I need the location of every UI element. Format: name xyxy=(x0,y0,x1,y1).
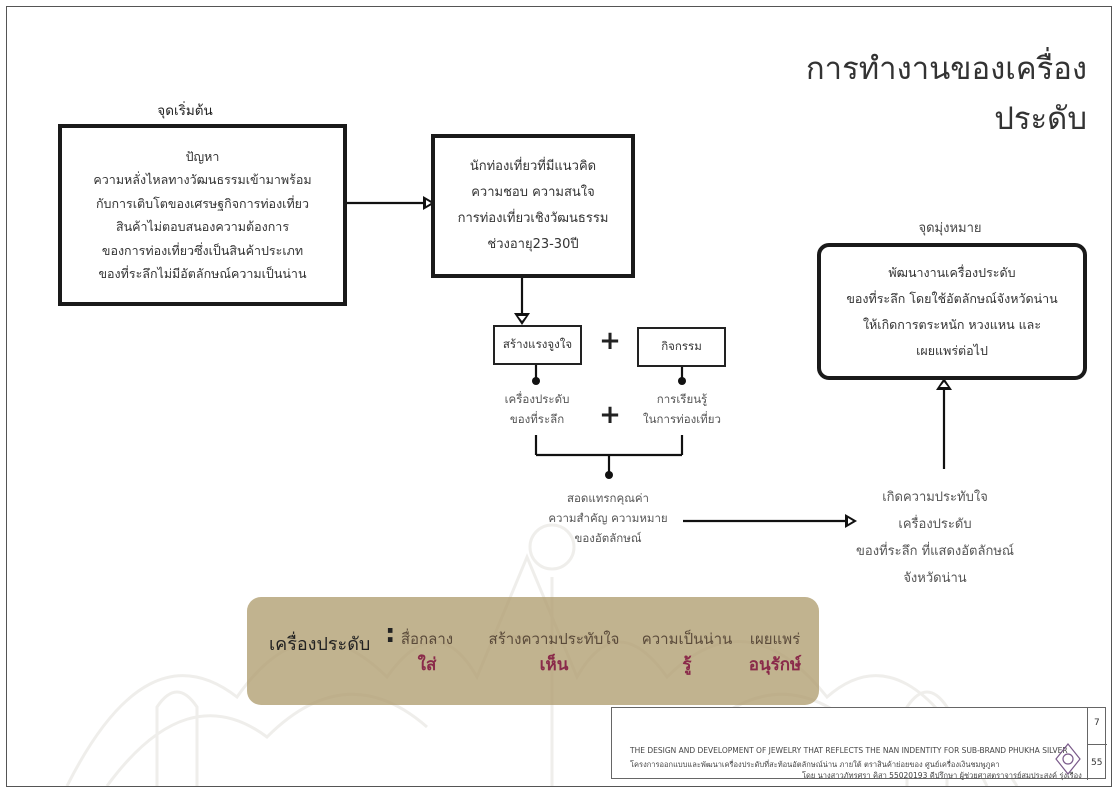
banner-item-bottom: เห็น xyxy=(539,655,569,675)
learning-label: การเรียนรู้ ในการท่องเที่ยว xyxy=(629,389,735,429)
plus-sign: + xyxy=(599,326,621,356)
problem-line: ความหลั่งไหลทางวัฒนธรรมเข้ามาพร้อม xyxy=(93,172,312,187)
impression-line: ของที่ระลึก ที่แสดงอัตลักษณ์ xyxy=(856,544,1014,559)
banner-item: ความเป็นน่าน รู้ xyxy=(637,627,737,678)
goal-line: ให้เกิดการตระหนัก หวงแหน และ xyxy=(862,316,1042,332)
banner-item-top: ความเป็นน่าน xyxy=(641,630,733,648)
target-line: ความชอบ ความสนใจ xyxy=(471,185,595,200)
insert-line: ความสำคัญ ความหมาย xyxy=(548,511,668,525)
goal-heading: จุดมุ่งหมาย xyxy=(918,221,982,236)
insert-line: สอดแทรกคุณค่า xyxy=(566,491,650,505)
goal-line: ของที่ระลึก โดยใช้อัตลักษณ์จังหวัดน่าน xyxy=(846,290,1058,306)
motivate-box: สร้างแรงจูงใจ xyxy=(493,325,582,365)
learning-line: การเรียนรู้ xyxy=(656,392,708,406)
problem-line: กับการเติบโตของเศรษฐกิจการท่องเที่ยว xyxy=(95,195,310,211)
problem-box: ปัญหา ความหลั่งไหลทางวัฒนธรรมเข้ามาพร้อม… xyxy=(58,124,347,306)
target-line: การท่องเที่ยวเชิงวัฒนธรรม xyxy=(457,211,609,226)
goal-box: พัฒนางานเครื่องประดับ ของที่ระลึก โดยใช้… xyxy=(817,243,1087,380)
jewelry-souvenir-label: เครื่องประดับ ของที่ระลึก xyxy=(491,389,583,429)
summary-banner: เครื่องประดับ : สื่อกลาง ใส่ สร้างความปร… xyxy=(247,597,819,705)
impression-line: เครื่องประดับ xyxy=(898,517,972,532)
problem-heading: ปัญหา xyxy=(185,148,220,164)
banner-item: เผยแพร่ อนุรักษ์ xyxy=(739,627,811,678)
page-number-bottom: 55 xyxy=(1091,758,1103,768)
ornament-logo xyxy=(1055,743,1081,775)
banner-item-top: สร้างความประทับใจ xyxy=(488,630,620,648)
banner-item: สื่อกลาง ใส่ xyxy=(397,627,457,678)
target-tourist-box: นักท่องเที่ยวที่มีแนวคิด ความชอบ ความสนใ… xyxy=(431,134,635,278)
flow-connectors xyxy=(347,196,952,528)
impression-line: เกิดความประทับใจ xyxy=(882,490,988,505)
goal-line: เผยแพร่ต่อไป xyxy=(916,342,988,358)
banner-item: สร้างความประทับใจ เห็น xyxy=(479,627,629,678)
souvenir-line: ของที่ระลึก xyxy=(509,412,565,426)
banner-lead: เครื่องประดับ xyxy=(269,634,371,655)
jewelry-line: เครื่องประดับ xyxy=(504,392,570,406)
banner-colon: : xyxy=(385,619,396,649)
page-title: การทำงานของเครื่องประดับ xyxy=(805,51,1087,137)
footer-divider xyxy=(1087,744,1107,745)
banner-item-top: เผยแพร่ xyxy=(749,630,801,648)
goal-line: พัฒนางานเครื่องประดับ xyxy=(888,264,1016,280)
impression-line: จังหวัดน่าน xyxy=(903,571,967,586)
banner-item-bottom: อนุรักษ์ xyxy=(748,655,802,675)
problem-line: ของการท่องเที่ยวซึ่งเป็นสินค้าประเภท xyxy=(101,242,304,258)
problem-line: ของที่ระลึกไม่มีอัตลักษณ์ความเป็นน่าน xyxy=(98,266,307,281)
page-number-top: 7 xyxy=(1094,718,1100,728)
target-line: นักท่องเที่ยวที่มีแนวคิด xyxy=(469,159,597,174)
footer-author: โดย นางสาวภัทรศรา คิสา 55020193 คีปรึกษา… xyxy=(802,771,1082,780)
problem-line: สินค้าไม่ตอบสนองความต้องการ xyxy=(115,219,290,234)
banner-item-top: สื่อกลาง xyxy=(400,630,454,648)
footer-thai-title: โครงการออกแบบและพัฒนาเครื่องประดับที่สะท… xyxy=(630,760,1000,769)
target-line: ช่วงอายุ23-30ปี xyxy=(487,237,579,252)
start-heading: จุดเริ่มต้น xyxy=(157,103,213,119)
insert-line: ของอัตลักษณ์ xyxy=(574,531,642,545)
footer-english-title: THE DESIGN AND DEVELOPMENT OF JEWELRY TH… xyxy=(630,746,1068,755)
banner-item-bottom: ใส่ xyxy=(417,655,437,675)
activity-box: กิจกรรม xyxy=(637,327,726,367)
footer-info-box: THE DESIGN AND DEVELOPMENT OF JEWELRY TH… xyxy=(611,707,1107,780)
insert-values-label: สอดแทรกคุณค่า ความสำคัญ ความหมาย ของอัตล… xyxy=(523,488,693,548)
slide: การทำงานของเครื่องประดับ จุดเริ่มต้น xyxy=(6,6,1112,787)
learning-line: ในการท่องเที่ยว xyxy=(643,412,721,426)
banner-item-bottom: รู้ xyxy=(682,655,692,675)
plus-sign: + xyxy=(599,400,621,430)
impression-label: เกิดความประทับใจ เครื่องประดับ ของที่ระล… xyxy=(825,484,1045,592)
